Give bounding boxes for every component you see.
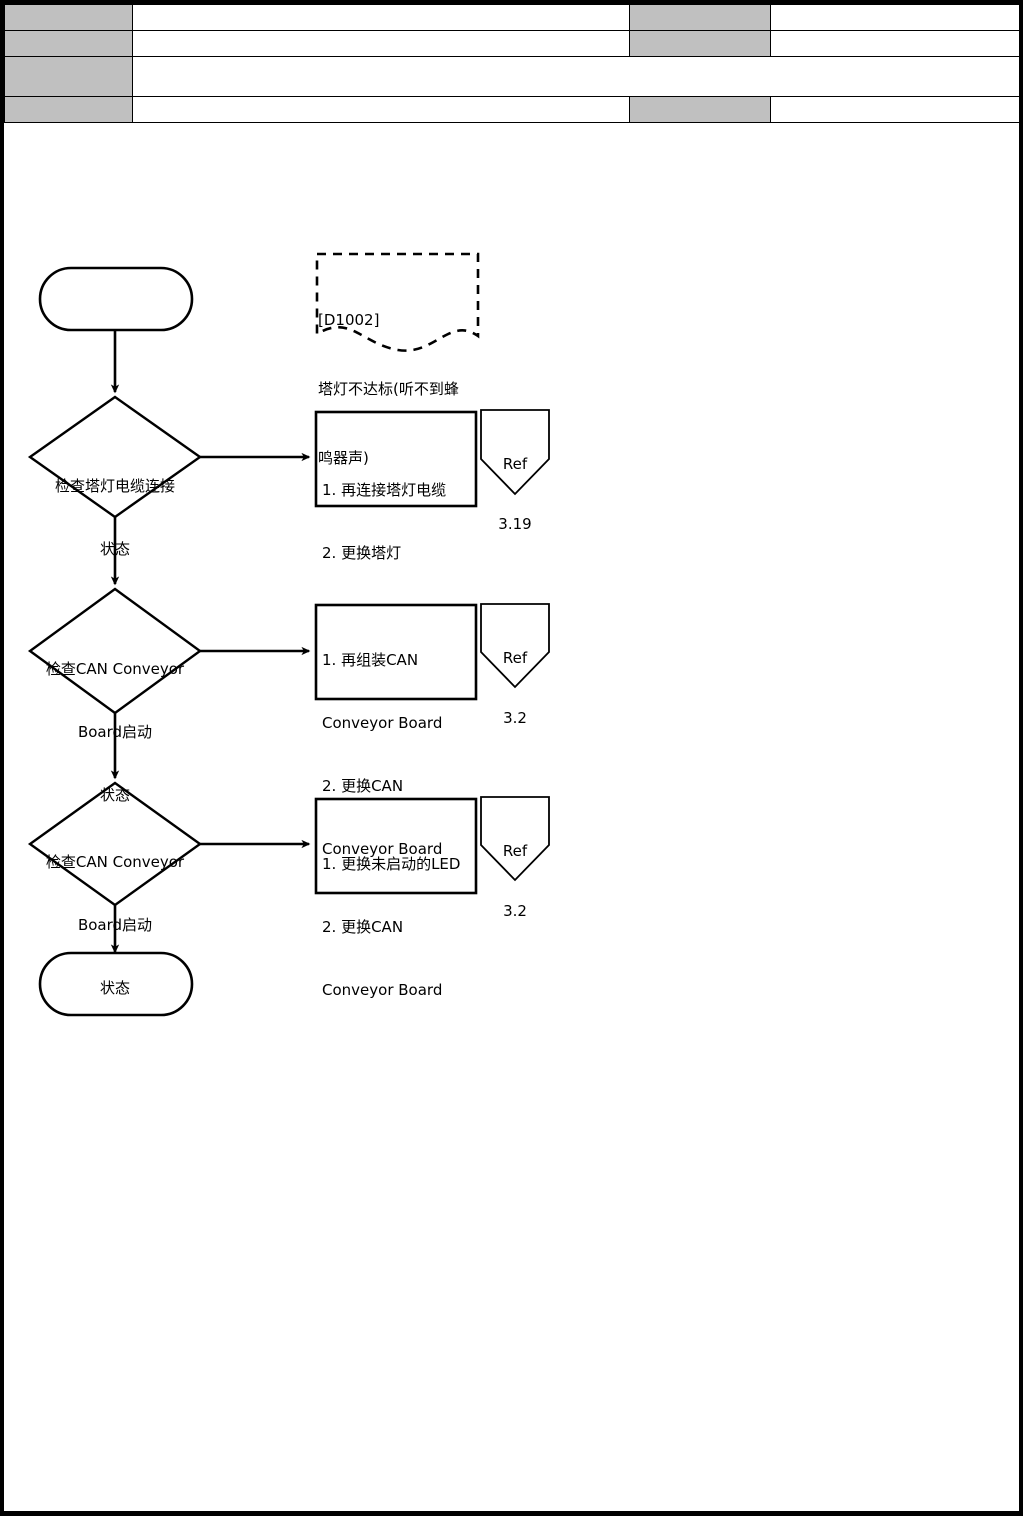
- action-3-ref-tag[interactable]: [480, 796, 550, 882]
- action-3-ref-number: 3.2: [503, 902, 527, 920]
- document-note-shape[interactable]: [315, 252, 480, 352]
- row4-value-cell[interactable]: [132, 96, 630, 123]
- header-row-4: [4, 96, 1019, 123]
- document-note-text: [D1002] 塔灯不达标(听不到蜂 鸣器声): [318, 263, 486, 516]
- action-2-ref-word: Ref: [502, 649, 528, 667]
- action-3-label: 1. 更换未启动的LED 2. 更换CAN Conveyor Board: [322, 812, 472, 1043]
- row2-value-cell-2[interactable]: [770, 30, 1019, 57]
- header-row-2: [4, 30, 1019, 57]
- document-note-code: [D1002]: [318, 311, 380, 329]
- row3-value-cell-wide[interactable]: [132, 56, 1019, 97]
- action-3-ref-word: Ref: [502, 842, 528, 860]
- row4-value-cell-2[interactable]: [770, 96, 1019, 123]
- action-1-ref-tag[interactable]: [480, 409, 550, 496]
- row1-label-cell-2[interactable]: [629, 4, 771, 31]
- decision-2-line-1: 检查CAN Conveyor: [45, 660, 185, 678]
- start-terminator[interactable]: [38, 266, 194, 332]
- action-1-ref-word: Ref: [502, 455, 528, 473]
- header-row-3: [4, 56, 1019, 97]
- action-1-box[interactable]: [314, 410, 478, 508]
- row2-label-cell[interactable]: [4, 30, 133, 57]
- action-1-line-2: 2. 更换塔灯: [322, 544, 402, 562]
- action-1-label: 1. 再连接塔灯电缆 2. 更换塔灯: [322, 438, 472, 606]
- header-row-1: [4, 4, 1019, 31]
- action-2-box[interactable]: [314, 603, 478, 701]
- action-3-box[interactable]: [314, 797, 478, 895]
- row1-label-cell[interactable]: [4, 4, 133, 31]
- action-2-ref-number: 3.2: [503, 709, 527, 727]
- decision-1-line-2: 状态: [99, 540, 130, 558]
- document-note-line-2: 鸣器声): [318, 449, 369, 467]
- document-note-line-1: 塔灯不达标(听不到蜂: [318, 380, 459, 398]
- row4-label-cell[interactable]: [4, 96, 133, 123]
- row2-label-cell-2[interactable]: [629, 30, 771, 57]
- action-1-line-1: 1. 再连接塔灯电缆: [322, 481, 447, 499]
- end-terminator[interactable]: [38, 951, 194, 1017]
- action-3-line-2: 2. 更换CAN: [322, 918, 404, 936]
- action-2-line-2: Conveyor Board: [322, 714, 443, 732]
- action-2-ref-label: Ref 3.2: [484, 608, 546, 768]
- action-3-line-1: 1. 更换未启动的LED: [322, 855, 461, 873]
- decision-2-line-3: 状态: [99, 786, 130, 804]
- action-2-line-1: 1. 再组装CAN: [322, 651, 419, 669]
- action-3-line-3: Conveyor Board: [322, 981, 443, 999]
- action-3-ref-label: Ref 3.2: [484, 801, 546, 961]
- decision-3-label: 检查CAN Conveyor Board启动 状态: [32, 810, 198, 1041]
- decision-3-line-3: 状态: [99, 979, 130, 997]
- action-2-line-4: Conveyor Board: [322, 840, 443, 858]
- decision-1-label: 检查塔灯电缆连接 状态: [32, 434, 198, 602]
- action-2-line-3: 2. 更换CAN: [322, 777, 404, 795]
- row3-label-cell[interactable]: [4, 56, 133, 97]
- row4-label-cell-2[interactable]: [629, 96, 771, 123]
- document-header-table: [4, 4, 1019, 123]
- action-1-ref-label: Ref 3.19: [484, 414, 546, 574]
- action-2-ref-tag[interactable]: [480, 603, 550, 689]
- row1-value-cell-2[interactable]: [770, 4, 1019, 31]
- decision-3-line-2: Board启动: [77, 916, 153, 934]
- decision-1-line-1: 检查塔灯电缆连接: [54, 477, 175, 495]
- decision-2-label: 检查CAN Conveyor Board启动 状态: [32, 617, 198, 848]
- row2-value-cell[interactable]: [132, 30, 630, 57]
- decision-3-line-1: 检查CAN Conveyor: [45, 853, 185, 871]
- action-2-label: 1. 再组装CAN Conveyor Board 2. 更换CAN Convey…: [322, 608, 472, 902]
- row1-value-cell[interactable]: [132, 4, 630, 31]
- decision-2-line-2: Board启动: [77, 723, 153, 741]
- action-1-ref-number: 3.19: [498, 515, 532, 533]
